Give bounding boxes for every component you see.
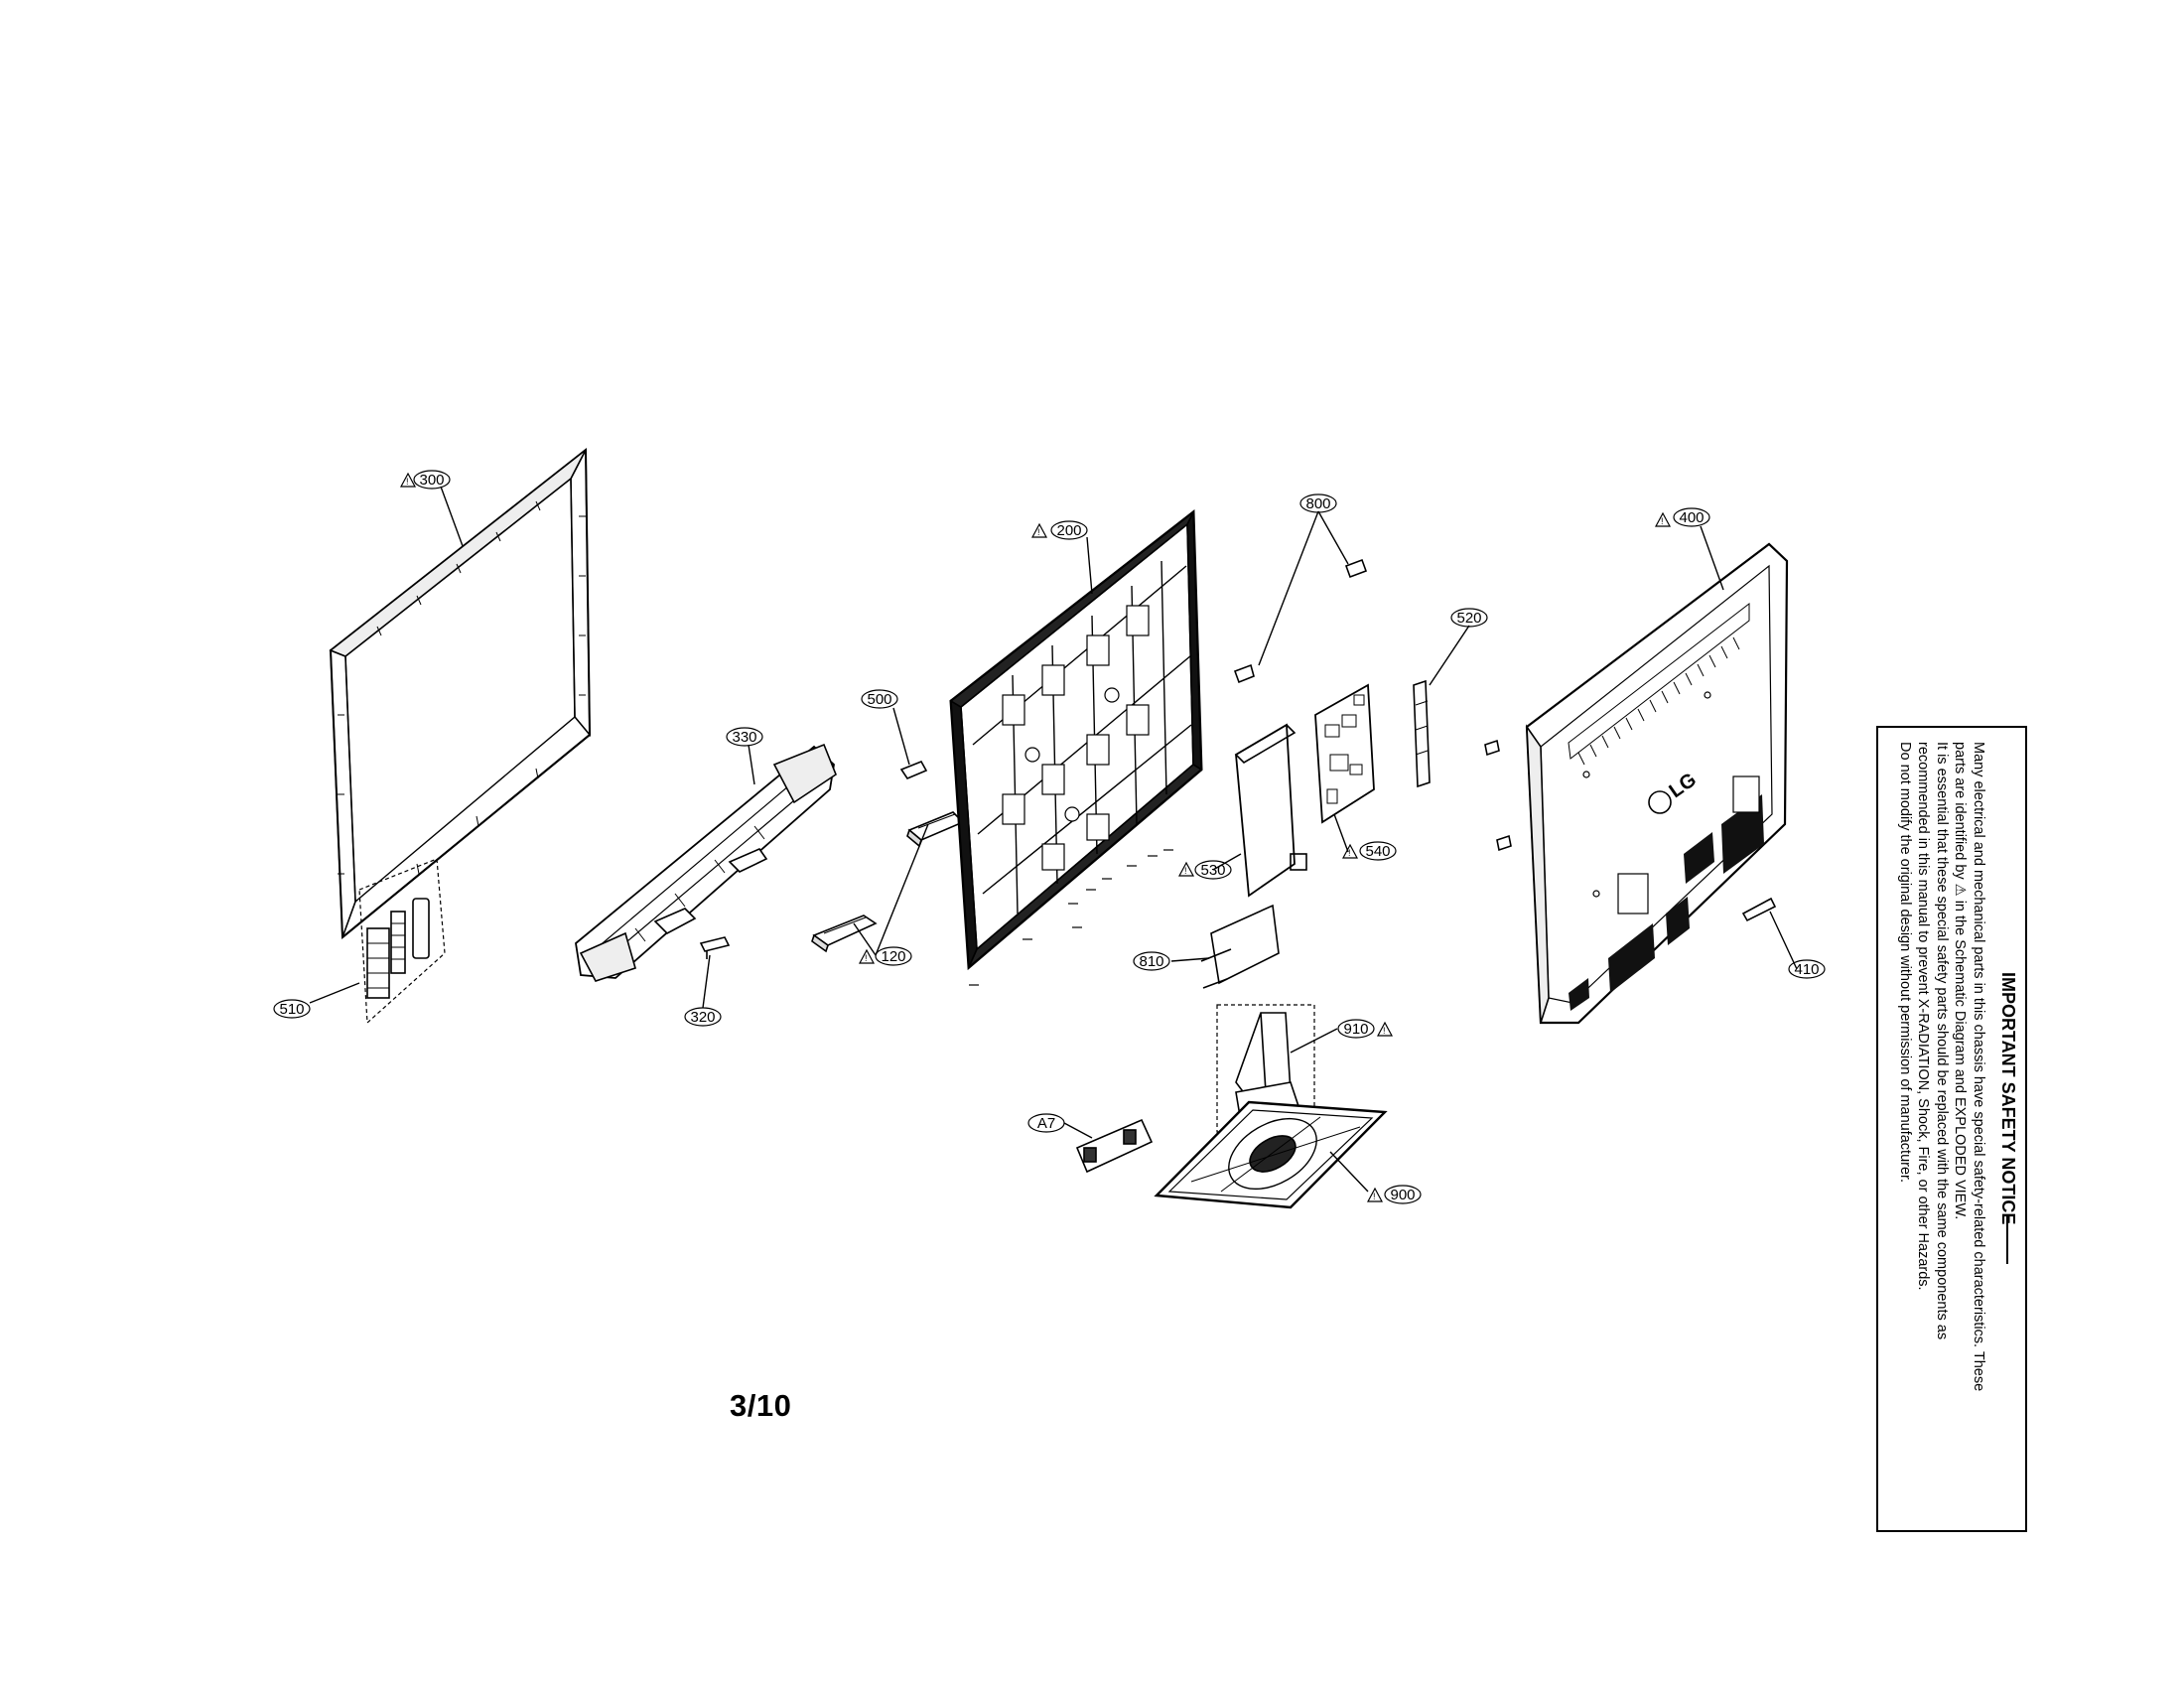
speaker-right xyxy=(906,811,965,848)
callout-balloons: ! 300 ! 200 800 ! 400 520 500 330 ! 530 … xyxy=(273,470,1826,1204)
warning-triangle-icon: ! xyxy=(1654,511,1672,527)
notice-line: parts are identified by ⚠ in the Schemat… xyxy=(1952,742,1969,1220)
label-200: 200 xyxy=(1056,522,1081,539)
label-400: 400 xyxy=(1679,509,1704,526)
speaker-left xyxy=(811,914,878,953)
part-500-bracket xyxy=(899,760,928,779)
svg-text:!: ! xyxy=(1661,516,1664,526)
side-clips xyxy=(1484,739,1777,922)
label-810: 810 xyxy=(1139,953,1163,970)
lg-logo-circle xyxy=(1648,790,1672,814)
front-cabinet-bezel xyxy=(329,447,592,940)
lcd-panel-module xyxy=(949,509,1203,971)
safety-notice-body: Many electrical and mechanical parts in … xyxy=(1896,742,1988,1520)
back-cover xyxy=(1525,542,1789,1025)
screws xyxy=(969,849,1173,986)
vent-grilles xyxy=(1569,794,1764,1011)
stand-base xyxy=(1154,1100,1388,1209)
notice-line: It is essential that these special safet… xyxy=(1934,742,1950,1340)
title-rule xyxy=(2006,1214,2008,1264)
label-410: 410 xyxy=(1794,961,1819,978)
svg-text:!: ! xyxy=(1348,848,1351,858)
safety-notice-box: IMPORTANT SAFETY NOTICE Many electrical … xyxy=(1876,726,2027,1532)
safety-notice-content: IMPORTANT SAFETY NOTICE Many electrical … xyxy=(1878,728,2029,1534)
label-120: 120 xyxy=(881,948,905,965)
svg-text:!: ! xyxy=(1383,1026,1386,1036)
part-320-clip xyxy=(699,936,731,959)
main-board xyxy=(1314,683,1375,824)
label-330: 330 xyxy=(732,729,756,746)
side-io-board xyxy=(1413,679,1431,788)
svg-text:!: ! xyxy=(1184,866,1187,876)
warning-triangle-icon: ! xyxy=(399,472,417,488)
control-key-assembly xyxy=(358,858,446,1025)
label-300: 300 xyxy=(419,472,444,489)
notice-line: Do not modify the original design withou… xyxy=(1897,742,1913,1184)
label-530: 530 xyxy=(1200,862,1225,879)
leader-lines xyxy=(309,486,1798,1193)
svg-text:!: ! xyxy=(865,953,868,963)
warning-triangle-icon: ! xyxy=(1177,861,1195,877)
warning-triangle-icon: ! xyxy=(1341,843,1359,859)
stand-body-guide xyxy=(1200,904,1280,989)
label-500: 500 xyxy=(867,691,891,708)
warning-triangle-icon: ! xyxy=(1366,1187,1384,1202)
wireless-module-a7 xyxy=(1075,1118,1154,1174)
label-510: 510 xyxy=(279,1001,304,1018)
warning-triangle-icon: ! xyxy=(858,948,876,964)
label-900: 900 xyxy=(1390,1187,1415,1203)
power-supply-board xyxy=(1234,723,1307,898)
label-800: 800 xyxy=(1305,495,1330,512)
safety-notice-title: IMPORTANT SAFETY NOTICE xyxy=(1998,972,2018,1225)
svg-text:!: ! xyxy=(1037,527,1040,537)
notice-line: Many electrical and mechanical parts in … xyxy=(1971,742,1986,1392)
warning-triangle-icon: ! xyxy=(1030,522,1048,538)
holder-clips xyxy=(1233,558,1368,684)
notice-line: recommended in this manual to prevent X-… xyxy=(1915,742,1932,1291)
svg-text:!: ! xyxy=(406,477,409,487)
warning-triangle-icon: ! xyxy=(1376,1021,1394,1037)
label-540: 540 xyxy=(1365,843,1390,860)
label-a7: A7 xyxy=(1037,1115,1055,1132)
bottom-trim-bracket xyxy=(575,743,837,982)
svg-text:!: ! xyxy=(1373,1192,1376,1201)
label-910: 910 xyxy=(1343,1021,1368,1038)
label-520: 520 xyxy=(1456,610,1481,627)
page-number: 3/10 xyxy=(730,1388,792,1423)
label-320: 320 xyxy=(690,1009,715,1026)
